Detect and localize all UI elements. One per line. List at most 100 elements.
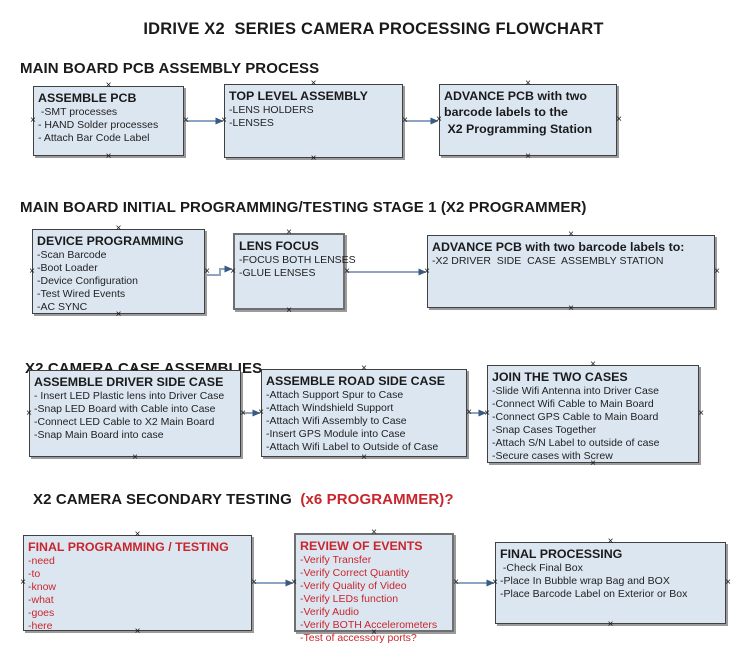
flow-box-assemble-driver-side-case: ASSEMBLE DRIVER SIDE CASE- Insert LED Pl…	[29, 370, 241, 457]
connection-point-marker: ×	[616, 114, 622, 125]
box-item: -Test Wired Events	[37, 288, 126, 301]
box-item: -X2 DRIVER SIDE CASE ASSEMBLY STATION	[432, 255, 664, 268]
box-title: ASSEMBLE ROAD SIDE CASE	[266, 374, 445, 388]
box-item: -goes	[28, 607, 55, 620]
box-item: - Insert LED Plastic lens into Driver Ca…	[34, 390, 225, 403]
connection-point-marker: ×	[134, 529, 141, 540]
box-title: ASSEMBLE DRIVER SIDE CASE	[34, 375, 224, 389]
box-item: -Insert GPS Module into Case	[266, 428, 406, 441]
box-title: REVIEW OF EVENTS	[300, 539, 423, 553]
flow-box-join-the-two-cases: JOIN THE TWO CASES-Slide Wifi Antenna in…	[487, 365, 699, 463]
flow-box-review-of-events: REVIEW OF EVENTS-Verify Transfer-Verify …	[294, 533, 454, 644]
flow-box-assemble-pcb: ASSEMBLE PCB -SMT processes- HAND Solder…	[33, 86, 184, 156]
box-title: barcode labels to the	[444, 105, 568, 120]
flow-box-assemble-road-side-case: ASSEMBLE ROAD SIDE CASE-Attach Support S…	[261, 369, 467, 457]
section-heading-text: X2 CAMERA SECONDARY TESTING	[33, 491, 301, 508]
page-title: IDRIVE X2 SERIES CAMERA PROCESSING FLOWC…	[143, 20, 604, 38]
connection-point-marker: ×	[105, 80, 112, 91]
box-item: -Snap Main Board into case	[34, 429, 164, 442]
box-title: FINAL PROGRAMMING / TESTING	[28, 540, 229, 554]
connection-point-marker: ×	[221, 115, 227, 126]
flow-box-final-processing: FINAL PROCESSING -Check Final Box-Place …	[495, 542, 726, 624]
box-title: DEVICE PROGRAMMING	[37, 234, 184, 248]
connection-point-marker: ×	[525, 78, 531, 89]
connection-point-marker: ×	[26, 407, 32, 419]
connection-point-marker: ×	[371, 627, 377, 638]
connection-point-marker: ×	[402, 115, 408, 126]
connection-point-marker: ×	[286, 227, 292, 238]
box-title: TOP LEVEL ASSEMBLY	[229, 89, 368, 103]
box-item: -to	[28, 568, 41, 581]
box-item: -Attach Support Spur to Case	[266, 389, 404, 402]
box-item: -Connect Wifi Cable to Main Board	[492, 398, 654, 411]
connection-point-marker: ×	[134, 626, 141, 637]
flow-box-advance-pcb-driver-side: ADVANCE PCB with two barcode labels to:-…	[427, 235, 715, 308]
box-item: -Device Configuration	[37, 275, 138, 288]
box-item: -Verify Correct Quantity	[300, 567, 410, 580]
box-item: -GLUE LENSES	[239, 267, 316, 280]
section-heading-text: MAIN BOARD PCB ASSEMBLY PROCESS	[20, 60, 320, 77]
connection-point-marker: ×	[183, 115, 189, 126]
box-item: -Scan Barcode	[37, 249, 107, 262]
connection-point-marker: ×	[466, 407, 472, 418]
connection-point-marker: ×	[492, 577, 498, 588]
box-item: -Test of accessory ports?	[300, 632, 417, 645]
connection-point-marker: ×	[568, 303, 574, 314]
box-item: -Boot Loader	[37, 262, 98, 275]
box-item: -Verify Quality of Video	[300, 580, 407, 593]
connection-point-marker: ×	[258, 407, 264, 418]
connection-point-marker: ×	[291, 576, 297, 588]
connection-point-marker: ×	[361, 452, 367, 463]
box-item: -SMT processes	[38, 106, 118, 119]
connection-point-marker: ×	[344, 265, 350, 277]
flow-box-lens-focus: LENS FOCUS-FOCUS BOTH LENSES-GLUE LENSES	[233, 233, 356, 310]
box-title: X2 Programming Station	[444, 121, 593, 136]
box-title: ASSEMBLE PCB	[38, 91, 137, 105]
connection-point-marker: ×	[607, 536, 614, 547]
flow-box-device-programming: DEVICE PROGRAMMING-Scan Barcode-Boot Loa…	[32, 229, 205, 314]
connection-point-marker: ×	[30, 115, 36, 126]
connection-point-marker: ×	[436, 114, 442, 125]
connection-point-marker: ×	[424, 265, 430, 277]
box-item: -LENS HOLDERS	[229, 104, 314, 117]
box-item: -Snap Cases Together	[492, 424, 597, 437]
connection-point-marker: ×	[525, 151, 531, 162]
box-item: -FOCUS BOTH LENSES	[239, 254, 356, 267]
connection-point-marker: ×	[286, 305, 292, 316]
box-item: -Verify BOTH Accelerometers	[300, 619, 438, 632]
connection-point-marker: ×	[361, 363, 367, 374]
connection-point-marker: ×	[590, 359, 596, 370]
flow-box-top-level-assembly: TOP LEVEL ASSEMBLY-LENS HOLDERS-LENSES	[224, 84, 403, 158]
box-title: FINAL PROCESSING	[500, 547, 623, 561]
flow-box-advance-pcb-programming-station: ADVANCE PCB with two barcode labels to th…	[439, 84, 617, 156]
connection-point-marker: ×	[230, 265, 236, 277]
box-title: JOIN THE TWO CASES	[492, 370, 628, 384]
connection-point-marker: ×	[29, 265, 35, 277]
box-item: -Connect GPS Cable to Main Board	[492, 411, 659, 424]
box-item: -know	[28, 581, 57, 594]
box-item: -what	[28, 594, 54, 607]
box-item: -Verify Audio	[300, 606, 359, 619]
section-heading-red-part: (x6 PROGRAMMER)?	[300, 491, 454, 508]
connection-point-marker: ×	[115, 309, 122, 320]
section-heading-4: X2 CAMERA SECONDARY TESTING (x6 PROGRAMM…	[33, 491, 454, 508]
connection-point-marker: ×	[20, 577, 26, 588]
box-item: -Verify Transfer	[300, 554, 372, 567]
box-item: -Check Final Box	[500, 562, 583, 575]
box-item: -Attach Wifi Assembly to Case	[266, 415, 407, 428]
connection-point-marker: ×	[310, 153, 317, 164]
box-item: -Secure cases with Screw	[492, 450, 613, 463]
connection-point-marker: ×	[105, 151, 112, 162]
box-item: -Attach Windshield Support	[266, 402, 394, 415]
connection-point-marker: ×	[115, 223, 122, 234]
connection-point-marker: ×	[698, 408, 704, 419]
connection-point-marker: ×	[310, 78, 317, 89]
box-item: -Snap LED Board with Cable into Case	[34, 403, 216, 416]
box-title: ADVANCE PCB with two	[444, 89, 587, 103]
box-title: LENS FOCUS	[239, 239, 319, 253]
box-item: -LENSES	[229, 117, 274, 130]
flow-box-final-programming-testing: FINAL PROGRAMMING / TESTING-need-to-know…	[23, 535, 252, 632]
connection-point-marker: ×	[725, 577, 731, 588]
box-item: -Place In Bubble wrap Bag and BOX	[500, 575, 670, 588]
